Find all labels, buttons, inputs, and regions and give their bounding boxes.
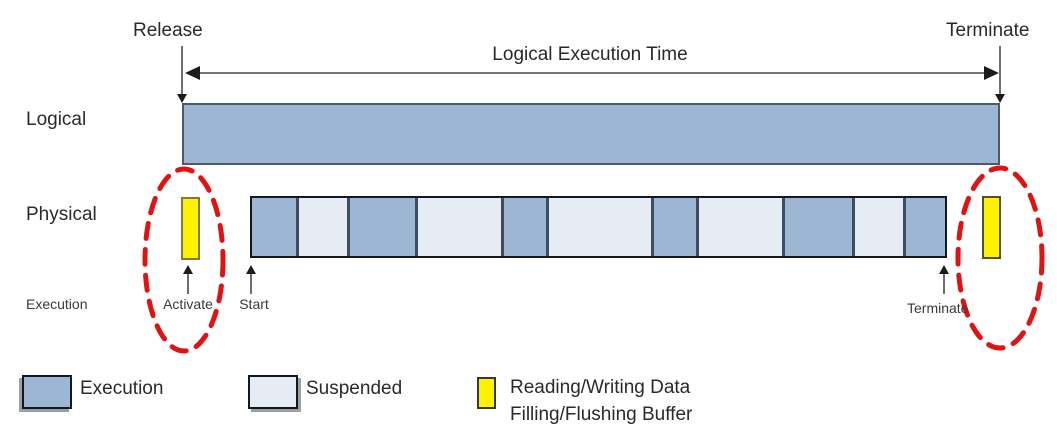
physical-segment-suspended [854,198,903,256]
release-arrow [177,46,187,103]
buffer-bar-left [181,197,200,260]
physical-bar [250,196,947,258]
physical-segment-suspended [418,198,502,256]
physical-segment-execution [252,198,296,256]
physical-segment-execution [504,198,546,256]
physical-segment-suspended [298,198,348,256]
physical-segment-suspended [548,198,651,256]
physical-segment-execution [653,198,696,256]
activate-label: Activate [163,296,213,312]
legend-label-buffer-line2: Filling/Flushing Buffer [510,404,693,425]
terminate-top-label: Terminate [946,20,1030,41]
release-label: Release [133,20,203,41]
execution-row-label: Execution [26,296,88,312]
logical-row-label: Logical [26,109,87,130]
legend-label-execution: Execution [80,378,164,399]
terminate-marker-label: Terminate [907,300,969,316]
terminate-arrow [995,46,1005,103]
physical-row-label: Physical [26,204,97,225]
logical-execution-bar [182,103,1000,165]
physical-segment-execution [350,198,416,256]
span-arrow [185,66,999,80]
physical-segment-suspended [698,198,782,256]
physical-segment-execution [905,198,946,256]
activate-arrow [183,265,193,294]
legend-label-suspended: Suspended [306,378,403,399]
legend-swatch-execution [22,375,72,409]
legend-label-buffer: Reading/Writing Data Filling/Flushing Bu… [510,374,692,428]
physical-segment-execution [784,198,852,256]
buffer-bar-right [982,196,1001,259]
legend-swatch-suspended [248,375,298,409]
legend-label-buffer-line1: Reading/Writing Data [510,377,691,398]
span-label: Logical Execution Time [492,44,688,65]
legend-swatch-buffer [477,377,496,409]
start-label: Start [239,296,269,312]
start-arrow [246,265,256,294]
terminate-marker-arrow [939,265,949,294]
